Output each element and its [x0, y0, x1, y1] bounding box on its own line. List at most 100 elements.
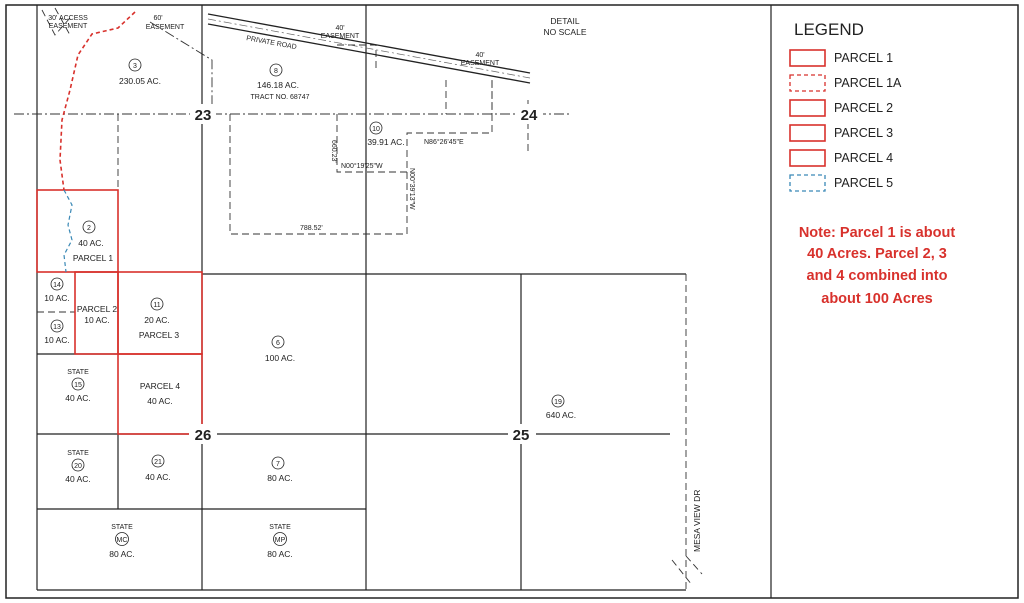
lot-number: 11: [153, 302, 160, 309]
lot-15: STATE 15 40 AC.: [65, 369, 91, 403]
lot-number: 3: [133, 63, 137, 70]
lot-number: 2: [87, 225, 91, 232]
lot-area: 10 AC.: [84, 315, 110, 325]
section-23-label: 23: [195, 107, 212, 124]
legend-item: PARCEL 4: [789, 149, 893, 167]
lot-number: 10: [372, 126, 380, 133]
note-line-4: about 100 Acres: [821, 291, 932, 307]
lot-14: 14 10 AC.: [44, 277, 70, 303]
lot-number-circle: [150, 297, 164, 311]
lot-number-circle: [50, 277, 64, 291]
dashed-lot-lines: [14, 7, 703, 590]
lot-number: 20: [74, 463, 82, 470]
legend-swatch: [789, 74, 826, 92]
parcel-4-lot: PARCEL 4 40 AC.: [140, 381, 180, 406]
lot-area: 10 AC.: [44, 335, 70, 345]
section-25-label: 25: [513, 427, 530, 444]
lot-11: 11 20 AC. PARCEL 3: [139, 297, 179, 340]
lot-area: 40 AC.: [78, 238, 104, 248]
lot-area: 230.05 AC.: [119, 76, 161, 86]
easement-60-label-2: EASEMENT: [146, 24, 185, 31]
bearing-labels: N86°26'45"E N00°19'25"W 660.23' N00°39'1…: [300, 138, 464, 232]
lot-number: MC: [117, 537, 128, 544]
lot-number: 14: [53, 282, 61, 289]
easement-60-label-1: 60': [153, 15, 162, 22]
lot-number: 13: [53, 324, 61, 331]
easement-40-a-label-2: EASEMENT: [321, 33, 360, 40]
legend-title: LEGEND: [794, 20, 864, 39]
lot-number-circle: [128, 58, 142, 72]
legend-swatch: [789, 174, 826, 192]
tract-number: TRACT NO. 68747: [250, 94, 309, 101]
legend-label: PARCEL 3: [834, 126, 893, 140]
lot-number: 8: [274, 68, 278, 75]
bearing-label-1: N86°26'45"E: [424, 138, 464, 146]
parcel-2-lot: PARCEL 2 10 AC.: [77, 304, 117, 325]
lot-13: 13 10 AC.: [44, 319, 70, 345]
easement-40-a-label-1: 40': [335, 25, 344, 32]
lot-number-circle: [269, 63, 283, 77]
lot-10: 10 39.91 AC.: [367, 121, 405, 147]
lot-number-circle: [271, 335, 285, 349]
legend-label: PARCEL 4: [834, 151, 893, 165]
legend-swatch: [789, 99, 826, 117]
lot-area: 146.18 AC.: [257, 80, 299, 90]
lot-mc: STATE MC 80 AC.: [109, 524, 135, 559]
lot-number-circle: [151, 454, 165, 468]
lot-number: 15: [74, 382, 82, 389]
lot-area: 100 AC.: [265, 353, 295, 363]
note-line-1: Note: Parcel 1 is about: [799, 225, 955, 241]
note-line-3: and 4 combined into: [807, 268, 948, 284]
legend-label: PARCEL 1A: [834, 76, 902, 90]
lot-number: 6: [276, 340, 280, 347]
easement-40-b-label-2: EASEMENT: [461, 60, 500, 67]
lot-number: 21: [154, 459, 162, 466]
access-easement-label-2: EASEMENT: [49, 23, 88, 30]
lot-21: 21 40 AC.: [145, 454, 171, 482]
bearing-label-2: N00°19'25"W: [341, 162, 383, 170]
lot-area: 640 AC.: [546, 410, 576, 420]
parcel-label: PARCEL 4: [140, 381, 180, 391]
parcel-label: PARCEL 2: [77, 304, 117, 314]
lot-labels: 3 230.05 AC. 8 146.18 AC. TRACT NO. 6874…: [44, 58, 576, 559]
lot-2: 2 40 AC. PARCEL 1: [73, 220, 113, 263]
lot-area: 40 AC.: [145, 472, 171, 482]
parcel-4-outline: [117, 353, 203, 435]
lot-number-circle: [551, 394, 565, 408]
lot-number: 7: [276, 461, 280, 468]
bearing-label-4: N00°39'13"W: [408, 168, 416, 210]
legend-swatch: [789, 124, 826, 142]
legend-label: PARCEL 2: [834, 101, 893, 115]
lot-area: 20 AC.: [144, 315, 170, 325]
easement-40-b-label-1: 40': [475, 52, 484, 59]
parcel-outlines: [36, 11, 203, 435]
section-grid: [36, 5, 686, 591]
state-label: STATE: [111, 524, 133, 531]
note: Note: Parcel 1 is about 40 Acres. Parcel…: [799, 225, 955, 307]
section-numbers: 23 24 25 26: [189, 104, 543, 444]
parcel-label: PARCEL 3: [139, 330, 179, 340]
legend-label: PARCEL 1: [834, 51, 893, 65]
legend-item: PARCEL 1: [789, 49, 893, 67]
no-scale-label: NO SCALE: [544, 27, 587, 37]
private-road: [207, 13, 531, 84]
lot-number-circle: [71, 458, 85, 472]
parcel-5-outline: [63, 189, 73, 273]
detail-label: DETAIL: [550, 16, 579, 26]
lot-area: 80 AC.: [267, 473, 293, 483]
mesa-view-dr-label: MESA VIEW DR: [692, 490, 702, 552]
section-26-label: 26: [195, 427, 212, 444]
lot-number-circle: [271, 456, 285, 470]
lot-number-circle: [82, 220, 96, 234]
legend-item: PARCEL 5: [789, 174, 893, 192]
lot-area: 10 AC.: [44, 293, 70, 303]
lot-number: 19: [554, 399, 562, 406]
lot-area: 40 AC.: [147, 396, 173, 406]
legend-item: PARCEL 3: [789, 124, 893, 142]
lot-number-circle: [369, 121, 383, 135]
parcel-label: PARCEL 1: [73, 253, 113, 263]
lot-number-circle: [50, 319, 64, 333]
lot-area: 39.91 AC.: [367, 137, 404, 147]
lot-area: 80 AC.: [267, 549, 293, 559]
